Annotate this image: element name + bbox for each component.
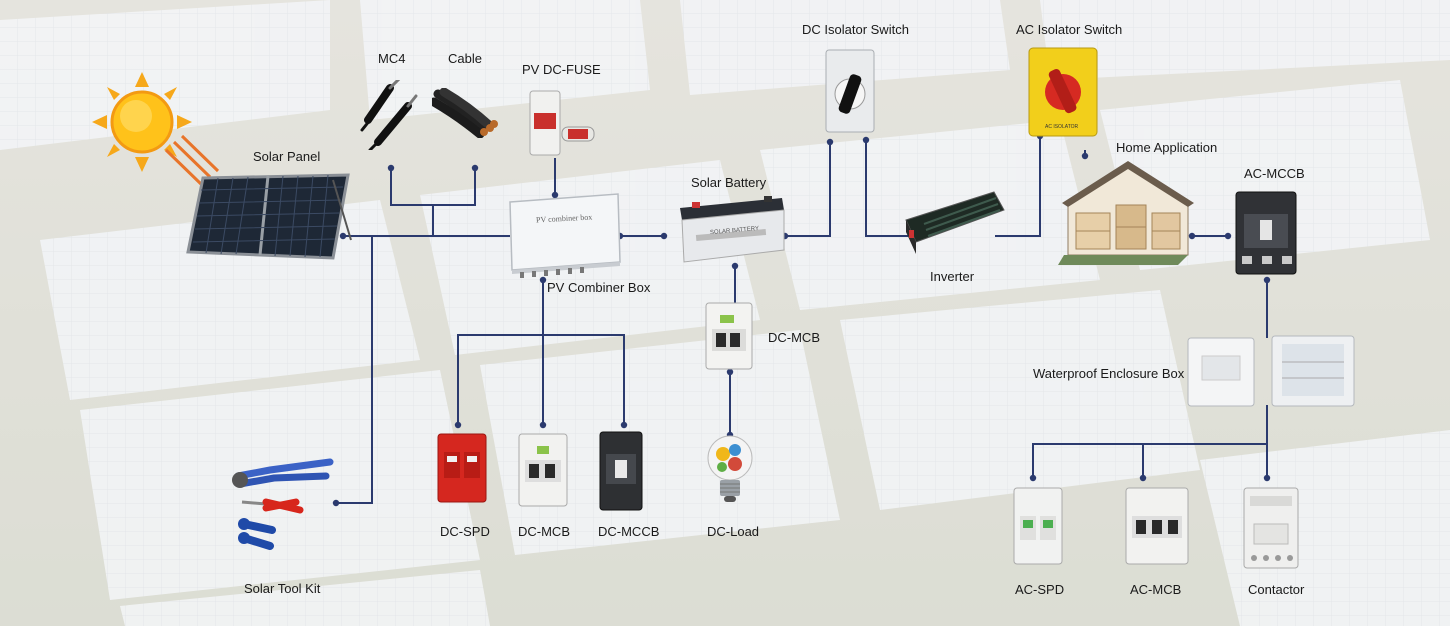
label-ac-mccb: AC-MCCB: [1244, 166, 1305, 181]
node: [726, 368, 734, 376]
node: [1188, 232, 1196, 240]
label-dc-isolator-switch: DC Isolator Switch: [802, 22, 909, 37]
pv-dc-fuse-image: [528, 87, 598, 159]
label-dc-load: DC-Load: [707, 524, 760, 539]
pv-combiner-box-image: PV combiner box: [508, 192, 623, 282]
node: [862, 136, 870, 144]
sun-icon: [92, 72, 232, 197]
label-inverter: Inverter: [930, 269, 975, 284]
wire-battery-dcisolator: [785, 142, 831, 237]
label-pv-combiner-box: PV Combiner Box: [547, 280, 651, 295]
dc-spd-image: [434, 432, 490, 504]
waterproof-enclosure-box-image: [1186, 334, 1356, 410]
wire-mc4-cable: [390, 168, 476, 206]
solar-battery-image: SOLAR BATTERY: [676, 192, 788, 270]
dc-mcb-image: [515, 432, 571, 508]
node: [551, 191, 559, 199]
node: [387, 164, 395, 172]
label-home-application: Home Application: [1116, 140, 1218, 155]
wire-enclosure-ac-bus: [1032, 405, 1268, 478]
node: [539, 421, 547, 429]
label-dc-mccb: DC-MCCB: [598, 524, 660, 539]
ac-mccb-image: [1232, 190, 1304, 278]
wire-toolkit: [336, 236, 373, 504]
node: [1139, 474, 1147, 482]
wire-combiner-dc-bus: [457, 280, 625, 425]
label-solar-battery: Solar Battery: [691, 175, 767, 190]
label-ac-mcb: AC-MCB: [1130, 582, 1182, 597]
node: [731, 262, 739, 270]
ac-isolator-face-text: AC ISOLATOR: [1045, 124, 1079, 130]
dc-mccb-image: [598, 430, 646, 512]
cable-image: [432, 88, 502, 138]
dc-mcb-upper-image: [702, 299, 758, 371]
label-ac-spd: AC-SPD: [1015, 582, 1065, 597]
solar-panel-image: [183, 170, 353, 265]
node: [660, 232, 668, 240]
contactor-image: [1240, 484, 1302, 572]
label-dc-mcb-upper: DC-MCB: [768, 330, 820, 345]
node: [620, 421, 628, 429]
wire-inverter-acisolator: [995, 136, 1041, 237]
node: [1263, 474, 1271, 482]
home-application-image: [1058, 155, 1194, 267]
dc-load-bulb-image: [705, 432, 755, 508]
solar-tool-kit-image: [230, 458, 340, 560]
mc4-connector-image: [360, 80, 420, 150]
node: [1224, 232, 1232, 240]
inverter-image: [904, 190, 1006, 256]
label-ac-isolator-switch: AC Isolator Switch: [1016, 22, 1123, 37]
node: [471, 164, 479, 172]
label-contactor: Contactor: [1248, 582, 1305, 597]
ac-isolator-switch-image: AC ISOLATOR: [1027, 46, 1099, 138]
label-pv-dc-fuse: PV DC-FUSE: [522, 62, 601, 77]
node: [1029, 474, 1037, 482]
label-solar-panel: Solar Panel: [253, 149, 321, 164]
node: [454, 421, 462, 429]
node: [1263, 276, 1271, 284]
label-cable: Cable: [448, 51, 482, 66]
wire-dcisolator-inverter: [865, 140, 908, 237]
dc-isolator-switch-image: [822, 48, 880, 136]
label-mc4: MC4: [378, 51, 406, 66]
node: [826, 138, 834, 146]
label-waterproof-enclosure-box: Waterproof Enclosure Box: [1033, 366, 1185, 381]
node: [539, 276, 547, 284]
node: [1081, 152, 1089, 160]
ac-mcb-image: [1122, 486, 1192, 566]
ac-spd-image: [1010, 486, 1066, 566]
label-dc-mcb: DC-MCB: [518, 524, 570, 539]
node: [339, 232, 347, 240]
label-solar-tool-kit: Solar Tool Kit: [244, 581, 321, 596]
node: [332, 499, 340, 507]
label-dc-spd: DC-SPD: [440, 524, 490, 539]
